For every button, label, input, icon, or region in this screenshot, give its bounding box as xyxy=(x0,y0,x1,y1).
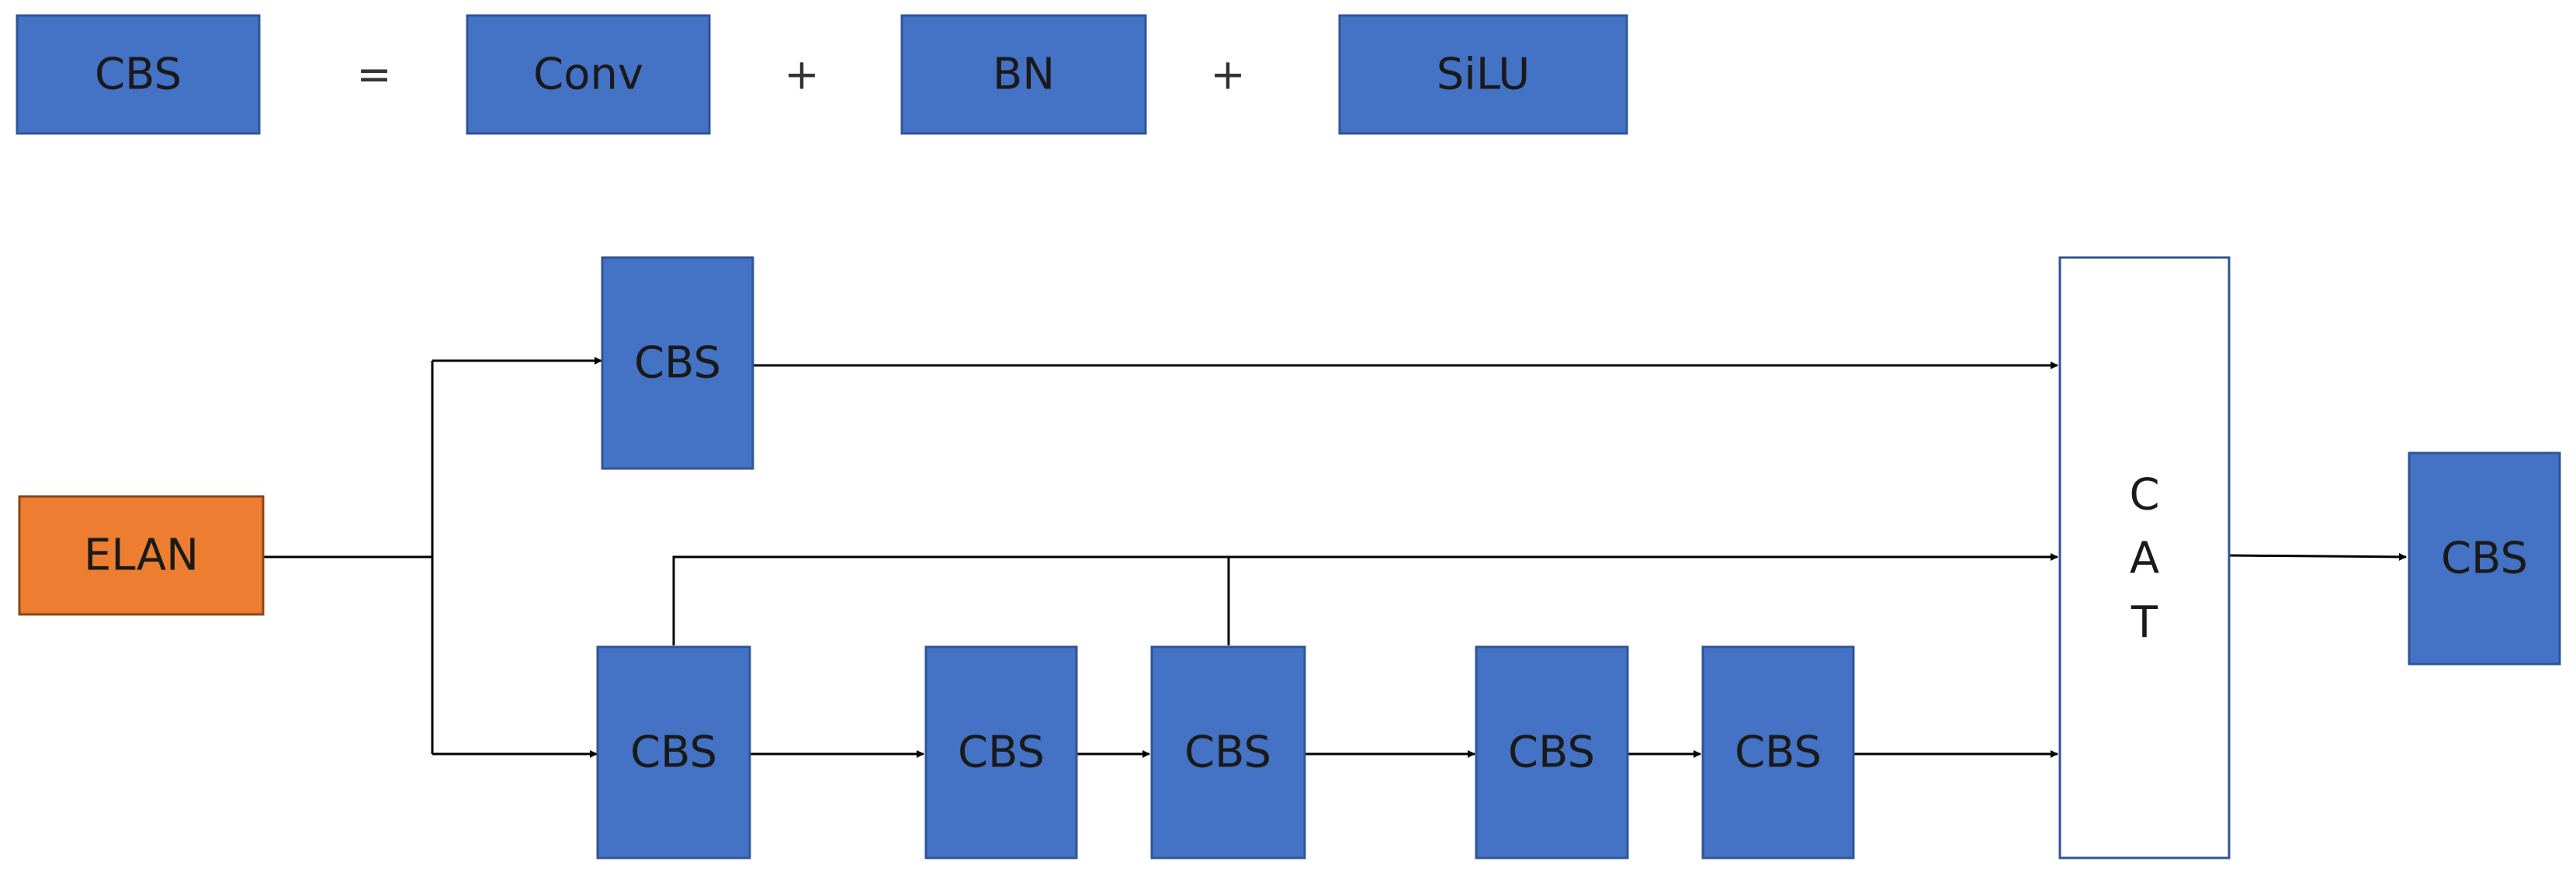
cbs-box-bottom-1: CBS xyxy=(596,645,751,859)
cbs-box-top: CBS xyxy=(601,256,754,470)
cbs-box-bottom-5: CBS xyxy=(1701,645,1855,859)
legend-bn-label: BN xyxy=(993,50,1055,100)
legend-cbs-label: CBS xyxy=(95,50,182,100)
cat-letter-c: C xyxy=(2129,470,2159,521)
connector-middle-tap xyxy=(672,555,1230,645)
elan-label: ELAN xyxy=(84,531,199,581)
cbs-bottom-4-label: CBS xyxy=(1508,728,1595,778)
cbs-bottom-3-label: CBS xyxy=(1184,728,1271,778)
legend-conv-box: Conv xyxy=(466,14,711,135)
legend-bn-box: BN xyxy=(900,14,1147,135)
cbs-output-label: CBS xyxy=(2441,534,2528,584)
cat-box: C A T xyxy=(2058,256,2231,859)
cbs-top-label: CBS xyxy=(634,338,721,389)
cat-letter-a: A xyxy=(2130,534,2159,584)
cbs-bottom-2-label: CBS xyxy=(958,728,1045,778)
cbs-box-output: CBS xyxy=(2408,451,2561,666)
plus-sign-1: + xyxy=(784,50,819,99)
legend-silu-label: SiLU xyxy=(1437,50,1531,100)
elan-box: ELAN xyxy=(18,495,265,616)
cat-letter-t: T xyxy=(2130,598,2158,648)
arrow-cat-to-output xyxy=(2228,552,2407,561)
legend-conv-label: Conv xyxy=(533,50,643,100)
cbs-bottom-1-label: CBS xyxy=(630,728,717,778)
cbs-box-bottom-4: CBS xyxy=(1475,645,1629,859)
cbs-bottom-5-label: CBS xyxy=(1735,728,1822,778)
equals-sign: = xyxy=(356,50,391,99)
plus-sign-2: + xyxy=(1210,50,1245,99)
connectors xyxy=(263,357,2407,758)
cbs-box-bottom-3: CBS xyxy=(1150,645,1306,859)
legend-cbs-box: CBS xyxy=(16,14,261,135)
legend-row: CBS = Conv + BN + SiLU xyxy=(16,14,1628,135)
cbs-box-bottom-2: CBS xyxy=(924,645,1078,859)
legend-silu-box: SiLU xyxy=(1338,14,1628,135)
